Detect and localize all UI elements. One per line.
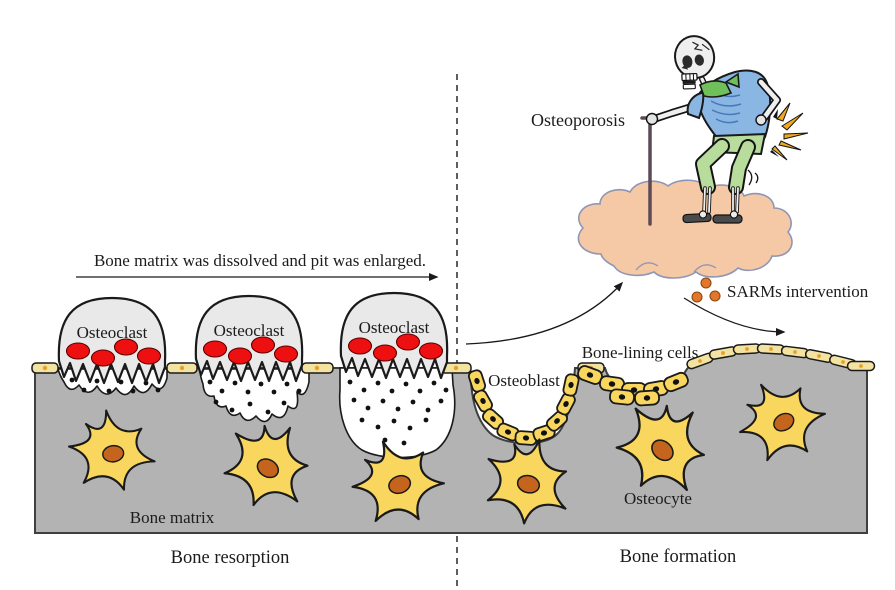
- bone-formation-label: Bone formation: [620, 547, 737, 567]
- sarms-label: SARMs intervention: [727, 282, 869, 301]
- right-hand: [755, 114, 767, 126]
- osteoclast-label-1: Osteoclast: [77, 323, 148, 342]
- arrow-to-cloud: [465, 281, 624, 345]
- pain-marks: [770, 102, 809, 161]
- cloud: [577, 179, 793, 279]
- shirt-fold-lines: [710, 91, 742, 124]
- osteoblast-label: Osteoblast: [488, 371, 560, 390]
- knee-tremor-marks: [747, 169, 759, 186]
- bone-lining-cells-label: Bone-lining cells: [582, 343, 699, 362]
- left-sleeve: [686, 92, 705, 120]
- resorption-pits: [57, 367, 456, 459]
- cloud-bump-line: [635, 262, 659, 271]
- skull-crack: [692, 41, 703, 51]
- osteoclasts: Osteoclast Osteoclast Osteoclast: [57, 291, 449, 385]
- bone-matrix-label: Bone matrix: [130, 508, 215, 527]
- arrow-to-bone: [683, 297, 786, 336]
- osteoporosis-label: Osteoporosis: [531, 110, 625, 130]
- sarms-dots: [691, 277, 721, 303]
- cloud-bump-line: [693, 264, 717, 273]
- skull-icon: [674, 35, 716, 90]
- osteocyte-label: Osteocyte: [624, 489, 692, 508]
- bone-resorption-label: Bone resorption: [171, 548, 290, 568]
- skeleton-figure: [640, 35, 809, 226]
- feet: [682, 210, 743, 224]
- left-hand: [645, 112, 659, 126]
- shin-bones: [702, 186, 740, 214]
- osteoclast-label-3: Osteoclast: [359, 318, 430, 337]
- pit-dots: [69, 377, 449, 446]
- resorption-caption: Bone matrix was dissolved and pit was en…: [94, 251, 426, 270]
- osteoclast-label-2: Osteoclast: [214, 321, 285, 340]
- scarf: [699, 72, 740, 98]
